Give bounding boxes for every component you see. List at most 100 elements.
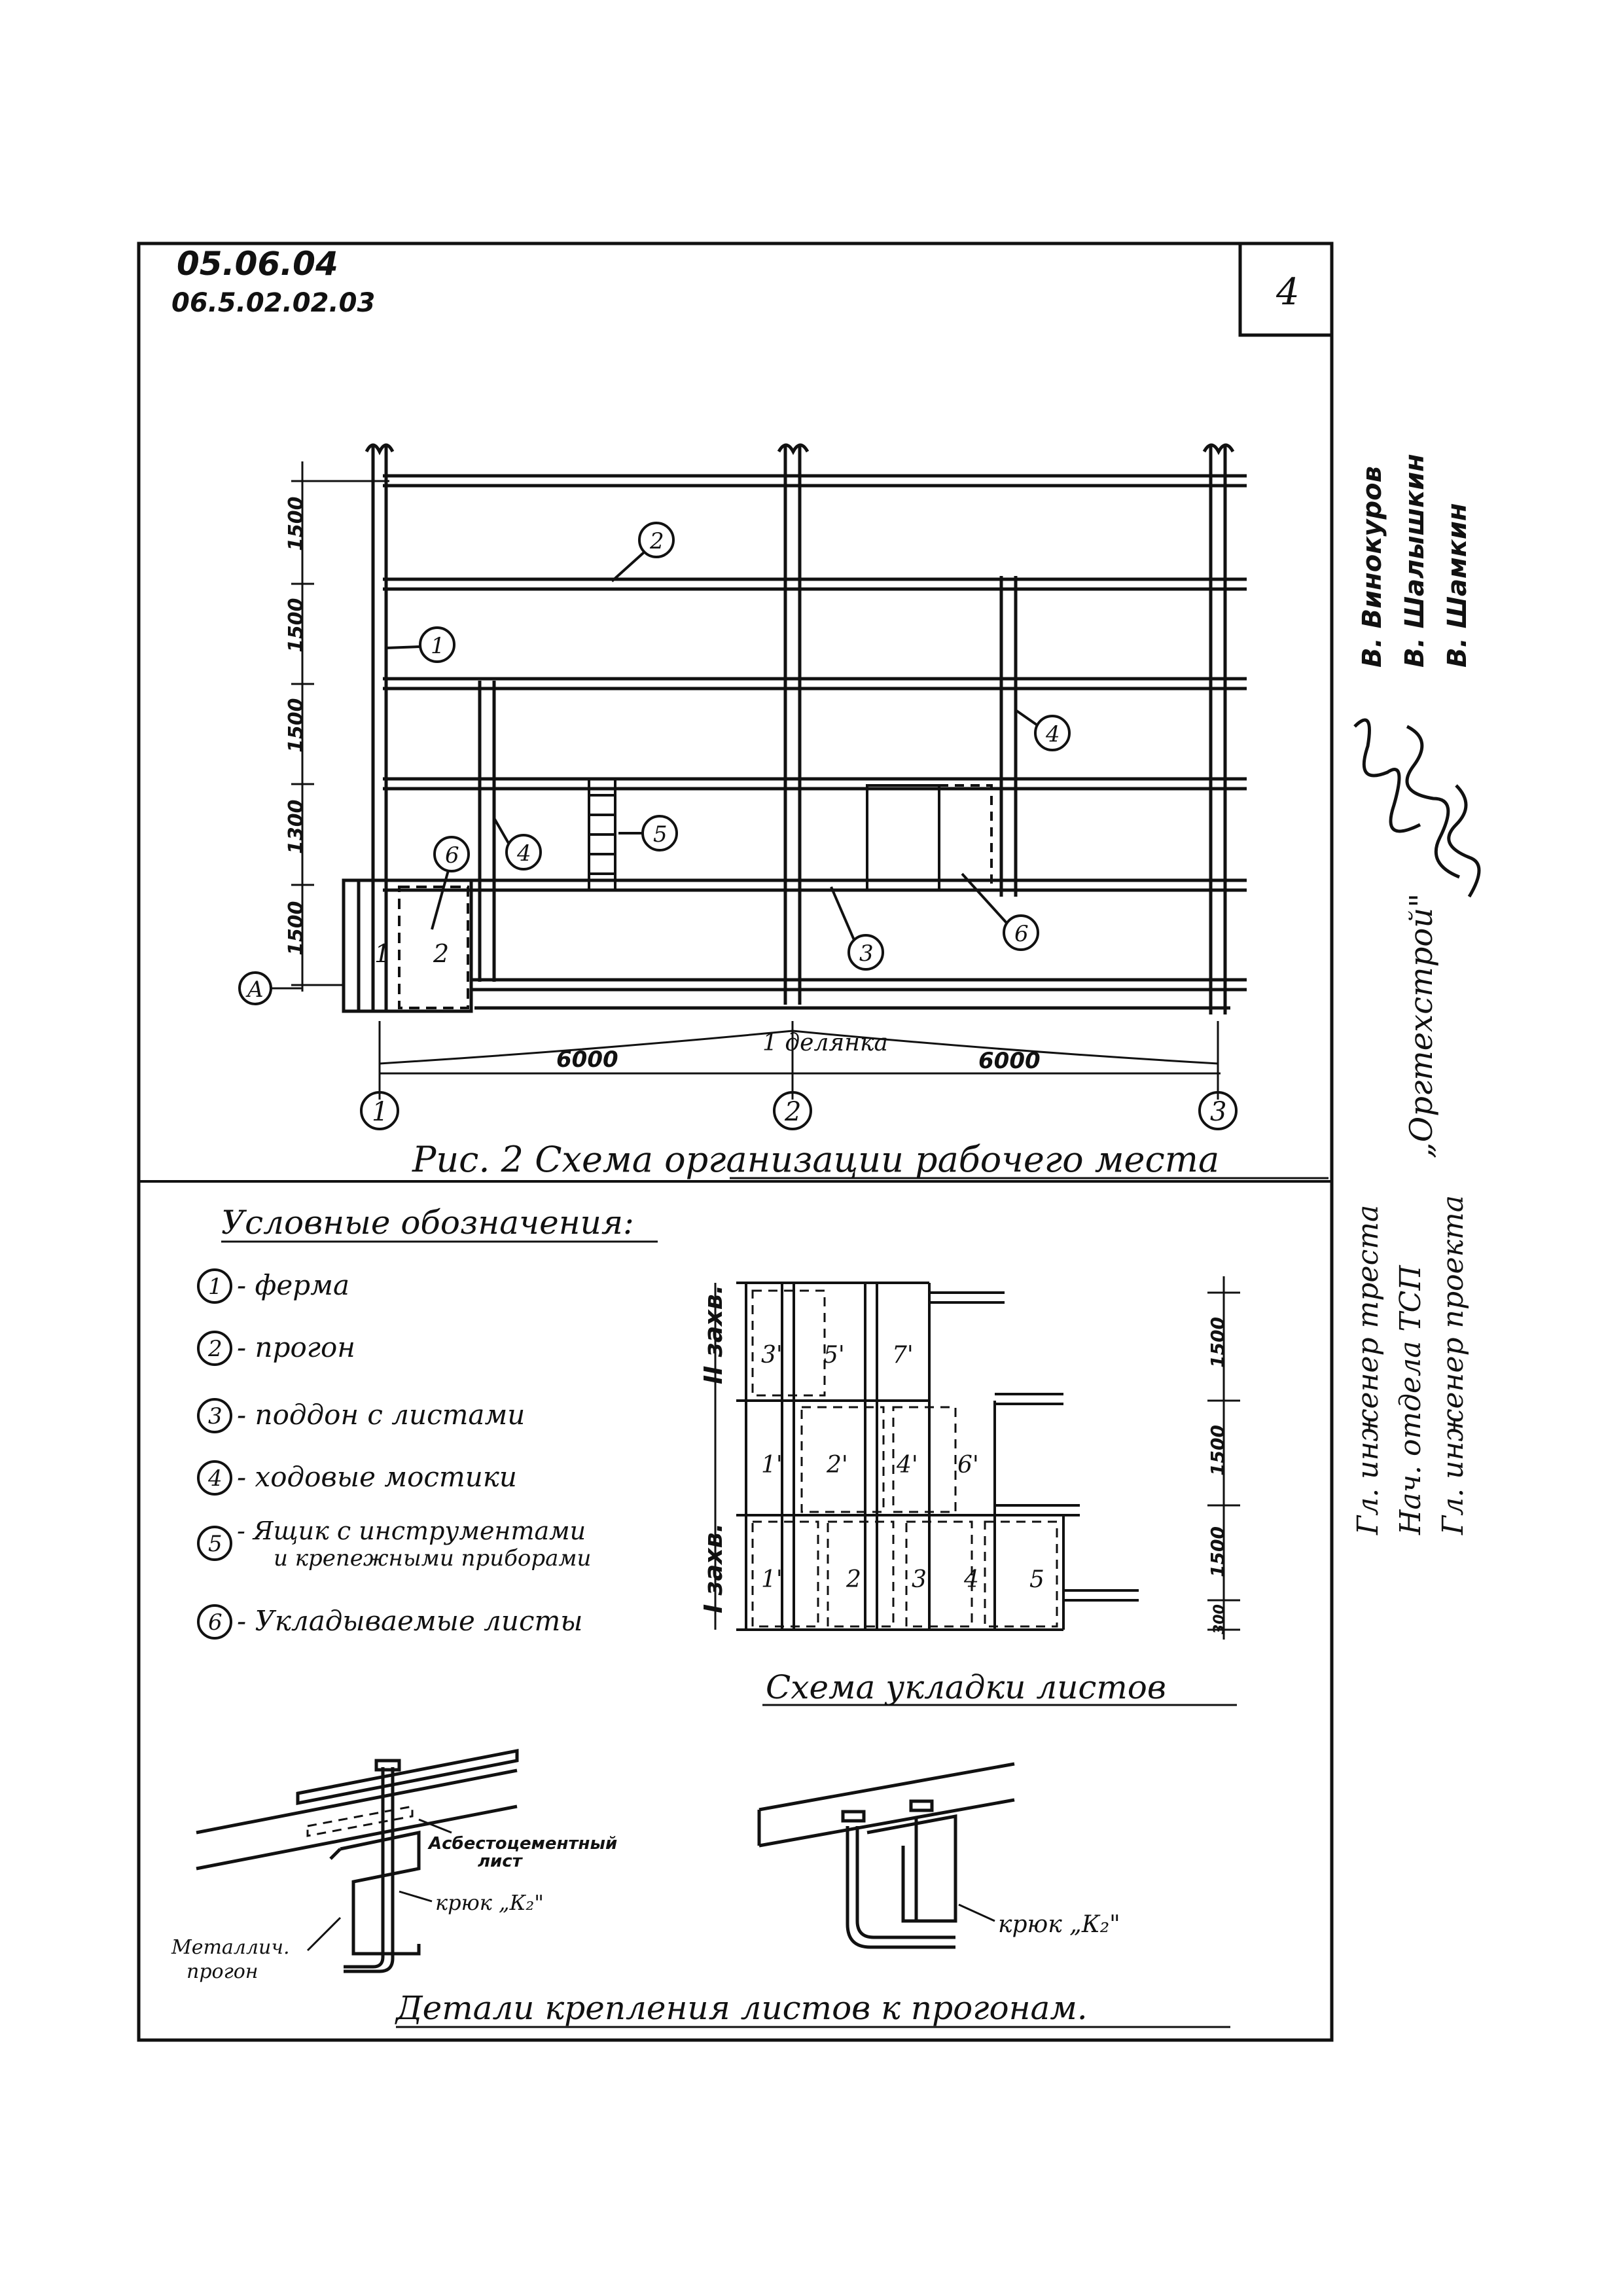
label-hook-right: крюк „К₂" [998, 1911, 1120, 1938]
callout-6-left: 6 [445, 842, 459, 869]
page-number-box [1238, 242, 1334, 337]
layout-dashed-sheets [751, 1289, 1058, 1628]
layout-right-dim [1207, 1276, 1240, 1640]
layout-sheet-6p: 6' [957, 1452, 979, 1479]
label-metal-purlin-2: прогон [187, 1960, 259, 1983]
doc-code-sub: 06.5.02.02.03 [171, 288, 375, 318]
legend-num-2: 2 [207, 1336, 223, 1362]
layout-sheet-1: 1' [761, 1566, 783, 1593]
legend: Условные обозначения: 1 2 3 4 5 6 - ферм… [197, 1204, 658, 1640]
fixing-details: Асбестоцементный лист Металлич. прогон к… [171, 1748, 1230, 2028]
layout-dim-4: 300 [1211, 1604, 1228, 1634]
legend-text-2: - прогон [237, 1331, 355, 1363]
approval-stamp: „Оргтехстрой" В. Винокуров В. Шалышкин В… [1351, 454, 1481, 1535]
stamp-org: „Оргтехстрой" [1403, 893, 1440, 1158]
layout-sheet-2p: 2' [826, 1452, 848, 1479]
callout-2-purlin: 2 [649, 528, 664, 554]
dim-v-2: 1500 [285, 598, 308, 653]
box-label-1: 1 [374, 939, 390, 968]
label-asbestos-sheet-2: лист [478, 1852, 524, 1871]
layout-sheet-1p: 1' [761, 1452, 783, 1479]
callout-circles [385, 522, 1071, 971]
detail-right [757, 1762, 1015, 1949]
legend-num-6: 6 [208, 1609, 223, 1636]
stamp-name-2: В. Шалышкин [1400, 454, 1430, 668]
callout-6-right: 6 [1014, 921, 1029, 947]
detail-left [196, 1748, 519, 1973]
axis-label-1: 1 [372, 1097, 388, 1127]
section-label: 1 делянка [762, 1030, 888, 1056]
layout-dim-3: 1500 [1207, 1526, 1228, 1577]
dim-h-2: 6000 [978, 1048, 1041, 1074]
legend-text-5a: - Ящик с инструментами [237, 1516, 586, 1545]
dim-v-5: 1500 [285, 901, 308, 956]
layout-sheet-5p: 5' [823, 1342, 845, 1369]
label-metal-purlin: Металлич. [171, 1936, 290, 1959]
label-asbestos-sheet: Асбестоцементный [427, 1834, 617, 1854]
legend-num-5: 5 [208, 1531, 223, 1557]
label-hook-left: крюк „К₂" [435, 1890, 544, 1915]
leader-metal-purlin [306, 1916, 342, 1952]
layout-row-label-2: II захв. [699, 1285, 728, 1384]
leader-asbestos-sheet [418, 1818, 452, 1834]
truss-lines [365, 443, 1235, 1014]
legend-num-4: 4 [207, 1465, 223, 1492]
layout-sheet-3: 3 [912, 1566, 927, 1593]
legend-text-5b: и крепежными приборами [274, 1545, 591, 1571]
legend-text-1: - ферма [237, 1269, 349, 1301]
layout-sheet-4p: 4' [896, 1452, 918, 1479]
walkways [478, 576, 1018, 982]
page-number: 4 [1275, 271, 1300, 314]
stamp-role-1: Гл. инженер треста [1351, 1205, 1385, 1535]
legend-text-6: - Укладываемые листы [237, 1605, 583, 1637]
callout-5-toolbox: 5 [653, 821, 668, 848]
layout-sheet-2: 2 [846, 1566, 861, 1593]
dim-v-1: 1500 [285, 497, 308, 552]
layout-grid [736, 1282, 1139, 1631]
layout-sheet-7p: 7' [892, 1342, 914, 1369]
legend-bubbles [197, 1268, 232, 1640]
details-title: Детали крепления листов к прогонам. [395, 1989, 1088, 2027]
sheet-frame [137, 242, 1334, 2042]
layout-dim-1: 1500 [1207, 1317, 1228, 1368]
legend-num-3: 3 [208, 1403, 223, 1429]
leader-hook-right [958, 1903, 995, 1922]
legend-text-3: - поддон с листами [237, 1399, 525, 1431]
leader-hook-left [399, 1890, 433, 1903]
stamp-name-3: В. Шамкин [1442, 503, 1472, 668]
tool-box [588, 779, 616, 890]
callout-4-walkway-right: 4 [1045, 721, 1060, 747]
stamp-role-3: Гл. инженер проекта [1436, 1195, 1470, 1535]
legend-title: Условные обозначения: [221, 1204, 634, 1242]
layout-sheet-3p: 3' [761, 1342, 783, 1369]
doc-code-main: 05.06.04 [177, 245, 338, 283]
row-axis-label: A [245, 977, 264, 1003]
left-dimension-chain [291, 461, 389, 992]
callout-4-walkway-left: 4 [516, 840, 531, 867]
stamp-name-1: В. Винокуров [1357, 466, 1387, 668]
axis-label-2: 2 [784, 1097, 801, 1127]
box-label-2: 2 [433, 939, 449, 968]
layout-dim-2: 1500 [1207, 1425, 1228, 1476]
layout-sheet-4: 4 [963, 1566, 979, 1593]
layout-sheet-5: 5 [1029, 1566, 1044, 1593]
axis-label-3: 3 [1210, 1097, 1226, 1127]
dim-v-3: 1500 [285, 698, 308, 753]
dim-h-1: 6000 [556, 1047, 618, 1073]
sheet-layout-scheme: II захв. I захв. 3' 5' 7' 1' 2' 4' 6' 1'… [699, 1276, 1240, 1706]
signatures [1353, 718, 1481, 898]
callout-1-truss: 1 [431, 633, 445, 659]
layout-row-label-1: I захв. [699, 1523, 728, 1613]
sheet-stack-box [342, 878, 473, 1013]
bottom-dimension-chain [378, 1021, 1221, 1100]
dim-v-4: 1300 [285, 800, 308, 855]
workplace-scheme: 1 2 1500 1500 1500 1300 1500 A 6000 [238, 443, 1329, 1180]
figure-caption: Рис. 2 Схема организации рабочего места [412, 1139, 1219, 1180]
legend-text-4: - ходовые мостики [237, 1461, 517, 1493]
purlin-lines [383, 474, 1247, 1010]
legend-num-1: 1 [208, 1274, 223, 1300]
stamp-role-2: Нач. отдела ТСП [1394, 1265, 1427, 1535]
callout-3-pallet: 3 [859, 941, 874, 967]
axis-bubbles [360, 1091, 1238, 1130]
